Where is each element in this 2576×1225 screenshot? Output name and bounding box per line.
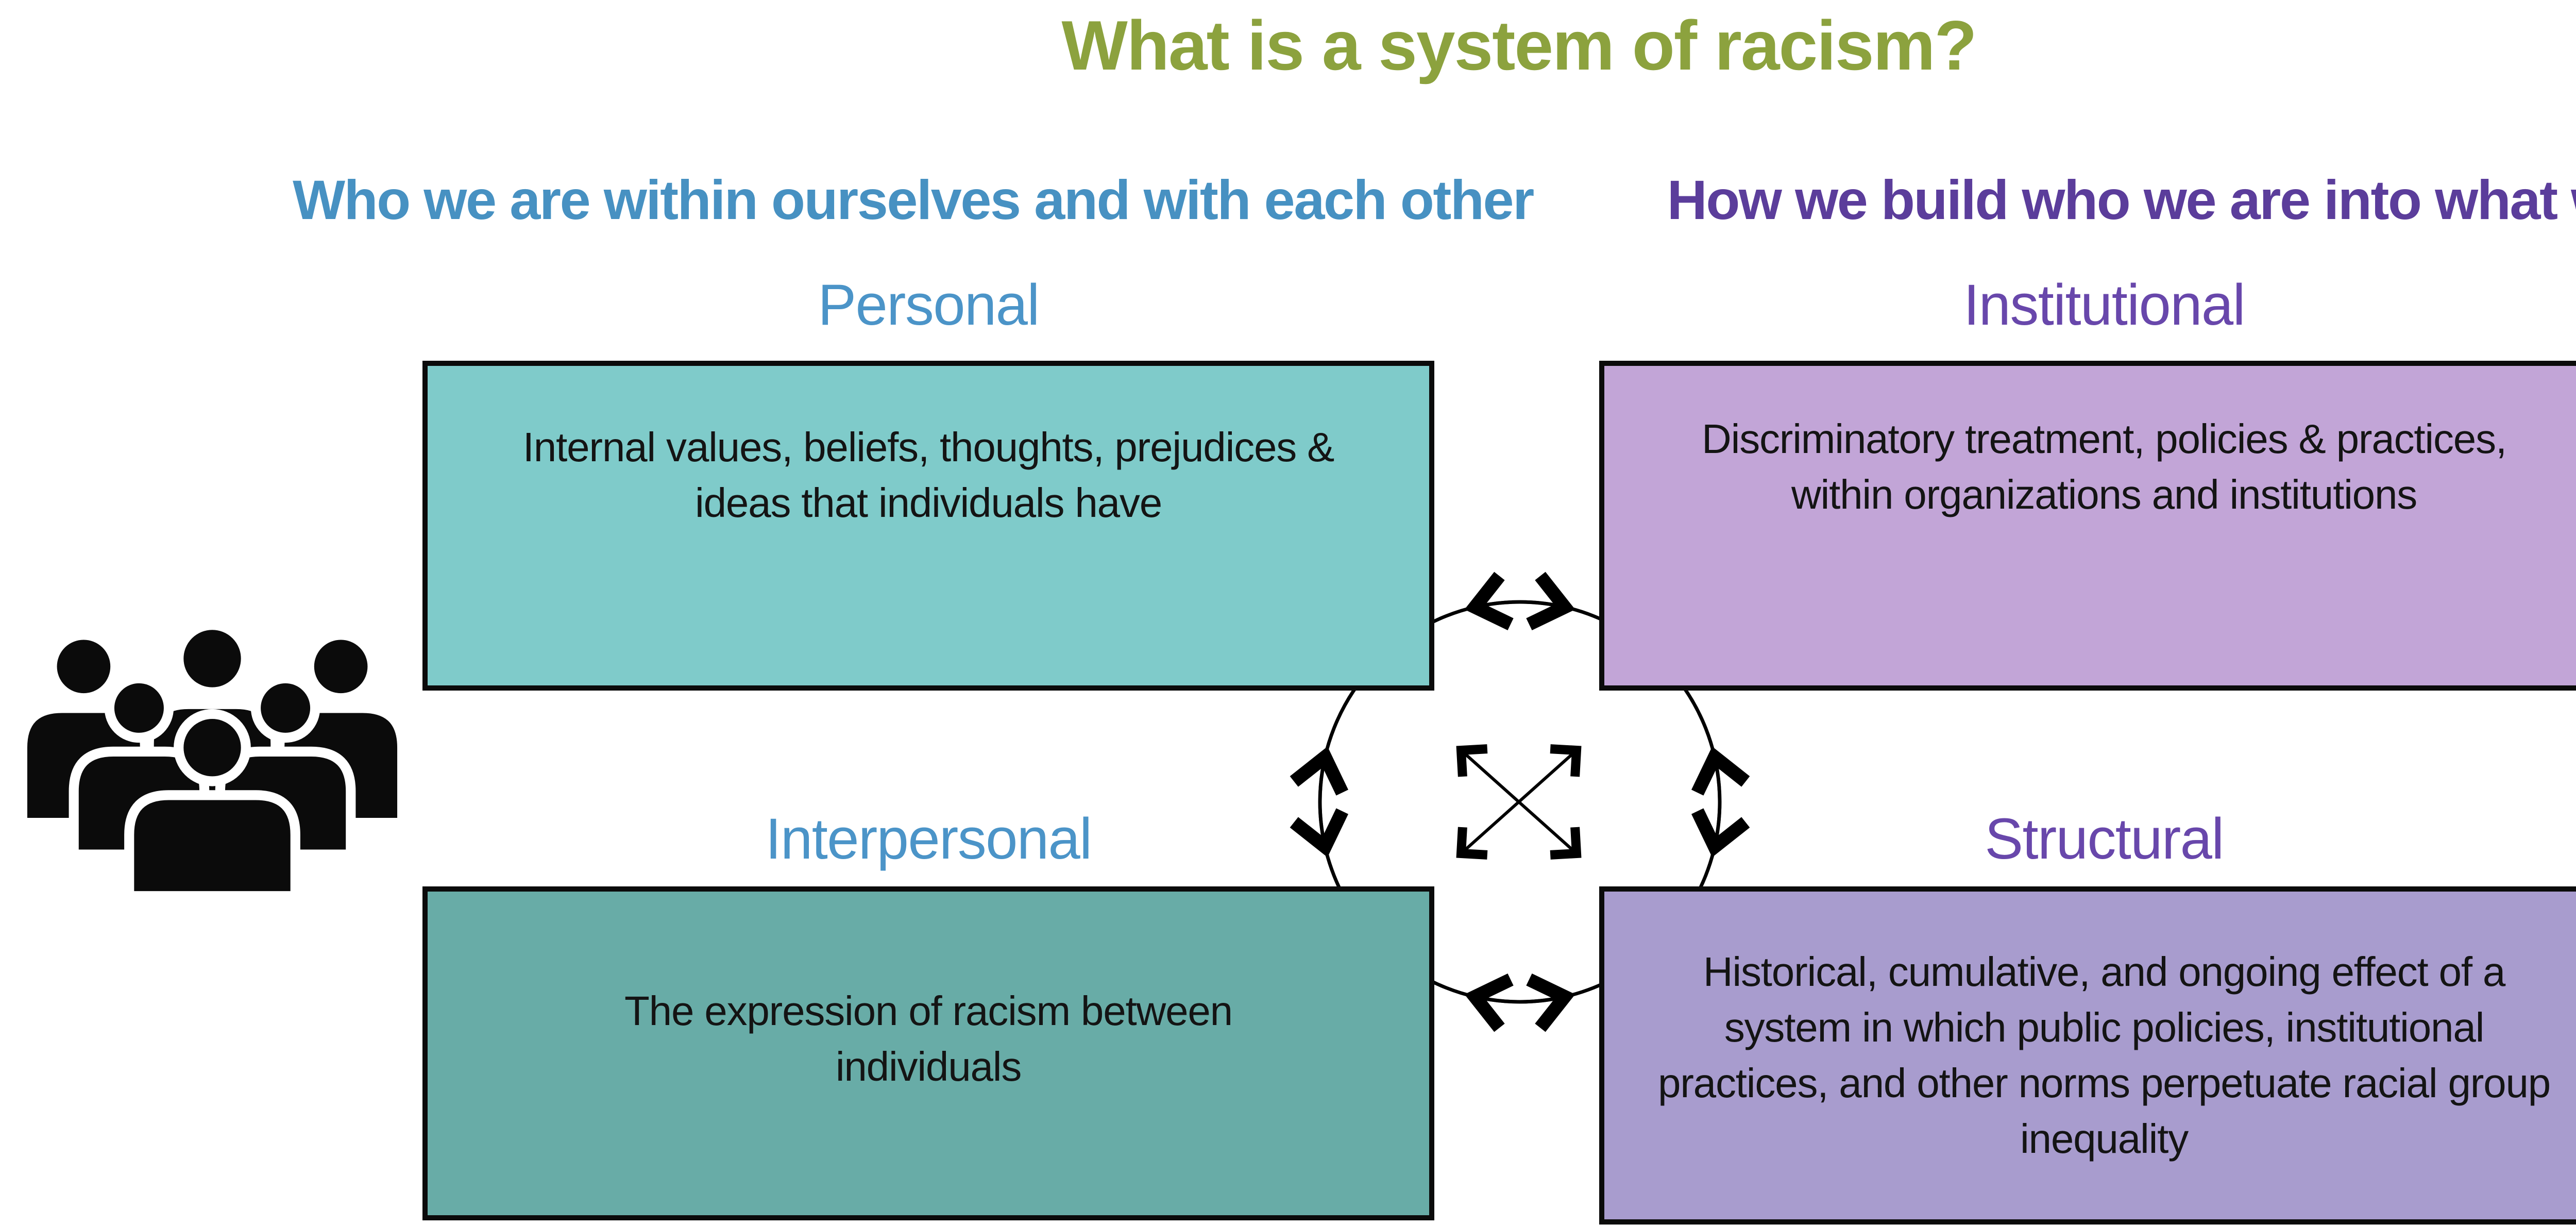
structural-label: Structural (1985, 807, 2224, 871)
structural-box-text: Historical, cumulative, and ongoing effe… (1657, 949, 2551, 1162)
left-column-heading: Who we are within ourselves and with eac… (293, 169, 1534, 231)
institutional-box: Discriminatory treatment, policies & pra… (1599, 361, 2576, 691)
institutional-box-text: Discriminatory treatment, policies & pra… (1702, 416, 2507, 517)
interpersonal-box-text: The expression of racism between individ… (624, 988, 1233, 1089)
personal-label: Personal (818, 273, 1040, 337)
people-group-icon (17, 620, 408, 901)
page-title: What is a system of racism? (1061, 6, 1977, 85)
right-column-heading: How we build who we are into what we do (1667, 169, 2576, 231)
interpersonal-label: Interpersonal (765, 807, 1093, 871)
personal-box-text: Internal values, beliefs, thoughts, prej… (522, 424, 1335, 526)
structural-box: Historical, cumulative, and ongoing effe… (1599, 886, 2576, 1224)
institutional-label: Institutional (1963, 273, 2245, 337)
personal-box: Internal values, beliefs, thoughts, prej… (422, 361, 1434, 691)
interpersonal-box: The expression of racism between individ… (422, 886, 1434, 1220)
